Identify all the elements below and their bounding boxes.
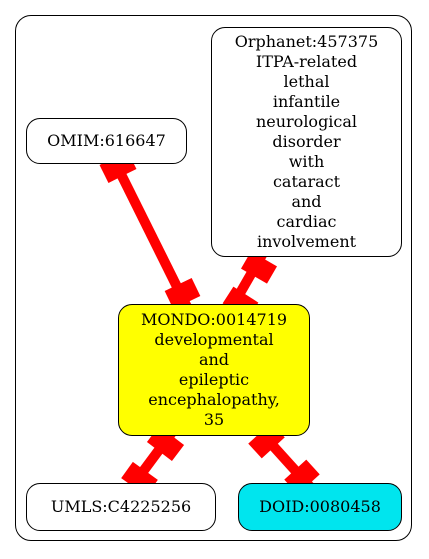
node-orphanet-line: and <box>291 192 322 211</box>
node-mondo-line: and <box>198 350 230 369</box>
node-mondo-line: encephalopathy, <box>148 390 280 409</box>
edge-orphanet-mondo-tail-marker <box>241 251 277 284</box>
edge-mondo-doid <box>248 422 320 495</box>
node-doid[interactable]: DOID:0080458 <box>238 483 402 531</box>
node-orphanet-line: cataract <box>272 172 341 191</box>
graph-cluster-frame <box>15 15 412 541</box>
node-doid-label: DOID:0080458 <box>259 497 381 516</box>
edge-mondo-umls-tail-marker <box>146 426 185 461</box>
node-orphanet[interactable]: Orphanet:457375 ITPA-related lethal infa… <box>211 27 402 257</box>
node-umls-label: UMLS:C4225256 <box>50 497 192 516</box>
node-orphanet-line: Orphanet:457375 <box>234 32 379 51</box>
node-orphanet-line: cardiac <box>276 212 337 231</box>
node-orphanet-line: lethal <box>283 72 330 91</box>
edge-mondo-umls <box>121 424 185 497</box>
node-orphanet-line: infantile <box>272 92 341 111</box>
node-mondo-line: MONDO:0014719 <box>140 310 288 329</box>
node-omim-label: OMIM:616647 <box>47 131 166 150</box>
node-orphanet-line: disorder <box>272 132 341 151</box>
node-mondo[interactable]: MONDO:0014719 developmental and epilepti… <box>118 304 310 436</box>
edge-omim-mondo-head-marker <box>164 277 201 310</box>
node-umls[interactable]: UMLS:C4225256 <box>26 483 216 531</box>
node-mondo-line: epileptic <box>178 370 250 389</box>
node-omim[interactable]: OMIM:616647 <box>26 118 187 164</box>
node-orphanet-line: with <box>288 152 325 171</box>
edge-omim-mondo <box>99 151 201 318</box>
node-mondo-line: 35 <box>203 410 225 429</box>
node-orphanet-line: neurological <box>255 112 358 131</box>
node-orphanet-line: ITPA-related <box>255 52 358 71</box>
node-mondo-line: developmental <box>154 330 274 349</box>
node-orphanet-line: involvement <box>256 232 357 251</box>
